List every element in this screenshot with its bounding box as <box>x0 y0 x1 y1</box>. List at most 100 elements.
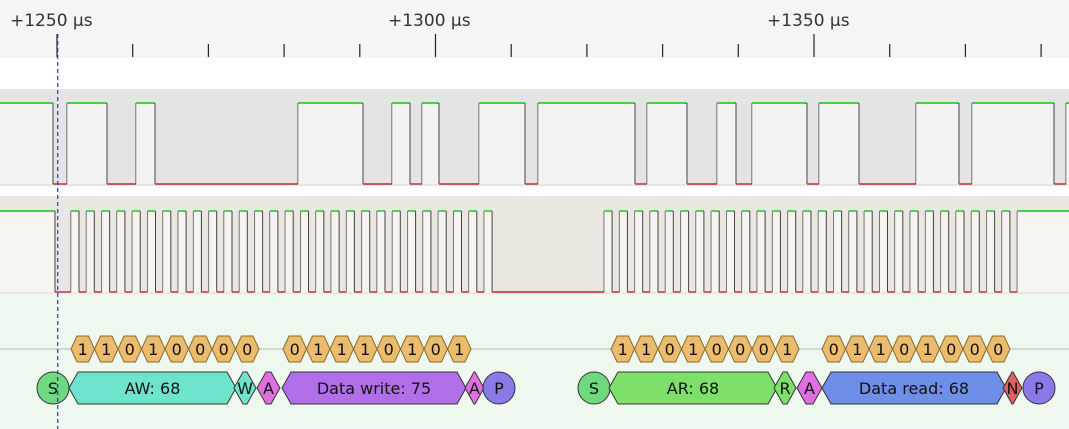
decoded-bit-label: 1 <box>360 340 370 359</box>
decoded-bit[interactable]: 0 <box>234 335 260 363</box>
decoded-bit[interactable]: 1 <box>446 335 472 363</box>
annotation-label: S <box>48 379 58 398</box>
decoded-bit-label: 0 <box>172 340 182 359</box>
annotation-label: S <box>589 379 599 398</box>
signal-high-fill <box>1001 211 1010 292</box>
annotation-label: N <box>1007 379 1019 398</box>
signal-high-fill <box>193 211 202 292</box>
signal-high-fill <box>453 211 462 292</box>
decoded-bit-label: 1 <box>923 340 933 359</box>
decoded-bit-label: 0 <box>195 340 205 359</box>
annotation-ack[interactable]: A <box>256 371 281 405</box>
annotation-rw-bit[interactable]: R <box>773 371 797 405</box>
signal-high-fill <box>208 211 217 292</box>
signal-high-fill <box>818 211 827 292</box>
annotation-shape <box>482 371 516 405</box>
annotation-data-read[interactable]: Data read: 68 <box>821 371 1007 405</box>
ruler-label-1300: +1300 µs <box>388 11 471 31</box>
decoded-bit-label: 1 <box>688 340 698 359</box>
signal-high-fill <box>803 211 811 292</box>
signal-high-fill <box>619 211 628 292</box>
annotation-address-read[interactable]: AR: 68 <box>608 371 778 405</box>
signal-high-fill <box>300 211 309 292</box>
annotation-address-write[interactable]: AW: 68 <box>68 371 237 405</box>
decoded-bit-shape <box>774 335 800 363</box>
signal-high-fill <box>848 211 857 292</box>
annotation-data-write[interactable]: Data write: 75 <box>281 371 467 405</box>
signal-high-fill <box>772 211 781 292</box>
decoded-bit-label: 1 <box>876 340 886 359</box>
signal-high-fill <box>298 103 363 184</box>
signal-high-fill <box>224 211 232 292</box>
sda-channel-background <box>0 89 1069 186</box>
signal-high-fill <box>315 211 324 292</box>
decoded-bit-label: 1 <box>337 340 347 359</box>
annotation-start[interactable]: S <box>36 371 70 405</box>
signal-high-fill <box>925 211 934 292</box>
signal-high-fill <box>538 103 635 184</box>
annotation-shape <box>256 371 281 405</box>
sda-channel[interactable] <box>0 89 1069 186</box>
annotation-label: P <box>1034 379 1044 398</box>
ruler-label-1250: +1250 µs <box>10 11 93 31</box>
signal-high-fill <box>916 103 959 184</box>
signal-high-fill <box>711 211 720 292</box>
signal-high-fill <box>879 211 888 292</box>
signal-high-fill <box>116 211 125 292</box>
signal-high-fill <box>67 103 107 184</box>
ruler-label-1350: +1350 µs <box>767 11 850 31</box>
decoded-bit-label: 1 <box>454 340 464 359</box>
decoded-bit-label: 1 <box>78 340 88 359</box>
signal-high-fill <box>377 211 385 292</box>
scl-channel-background <box>0 196 1069 294</box>
decoded-bit-label: 0 <box>665 340 675 359</box>
signal-high-fill <box>392 103 410 184</box>
decoded-bit-label: 1 <box>101 340 111 359</box>
signal-high-fill <box>971 211 980 292</box>
signal-high-fill <box>752 103 807 184</box>
signal-high-fill <box>717 103 736 184</box>
annotation-shape <box>233 371 257 405</box>
signal-high-fill <box>407 211 416 292</box>
ruler-gap <box>0 58 1069 88</box>
annotation-label: Data read: 68 <box>859 379 969 398</box>
signal-high-fill <box>695 211 704 292</box>
annotation-nack[interactable]: N <box>1002 371 1023 405</box>
scl-trace <box>0 210 1069 293</box>
decoded-bit-label: 0 <box>384 340 394 359</box>
decoded-bit[interactable]: 0 <box>985 335 1011 363</box>
signal-high-fill <box>757 211 766 292</box>
signal-high-fill <box>787 211 796 292</box>
signal-high-fill <box>0 103 53 184</box>
decoded-bit-label: 0 <box>946 340 956 359</box>
annotation-shape <box>773 371 797 405</box>
signal-high-fill <box>940 211 949 292</box>
decoded-bit-label: 0 <box>125 340 135 359</box>
signal-high-fill <box>634 211 643 292</box>
decoded-bit-label: 0 <box>829 340 839 359</box>
signal-high-fill <box>894 211 903 292</box>
decoded-bit[interactable]: 1 <box>774 335 800 363</box>
signal-high-fill <box>361 211 370 292</box>
scl-channel[interactable] <box>0 196 1069 294</box>
annotation-label: A <box>263 379 274 398</box>
decoded-bit-label: 0 <box>242 340 252 359</box>
decoded-bit-shape <box>985 335 1011 363</box>
annotation-stop[interactable]: P <box>482 371 516 405</box>
signal-high-fill <box>101 211 110 292</box>
decoded-bit-label: 0 <box>899 340 909 359</box>
time-ruler[interactable]: +1250 µs +1300 µs +1350 µs <box>10 11 1042 57</box>
signal-high-fill <box>665 211 674 292</box>
annotation-stop[interactable]: P <box>1022 371 1056 405</box>
annotation-label: Data write: 75 <box>317 379 431 398</box>
annotation-start[interactable]: S <box>577 371 611 405</box>
annotation-shape <box>1002 371 1023 405</box>
annotation-label: W <box>237 379 253 398</box>
decoded-bit-label: 0 <box>431 340 441 359</box>
signal-high-fill <box>86 211 95 292</box>
annotation-rw-bit[interactable]: W <box>233 371 257 405</box>
signal-high-fill <box>147 211 156 292</box>
